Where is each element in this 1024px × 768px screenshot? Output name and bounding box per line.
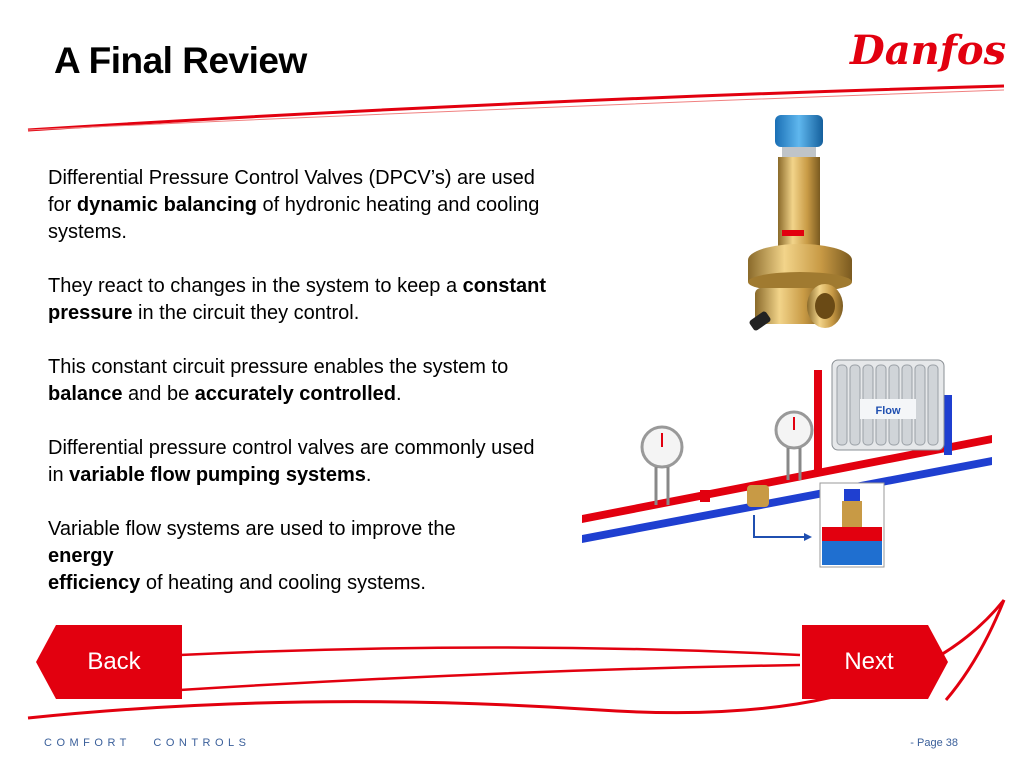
footer-brand-text: COMFORT CONTROLS (44, 737, 251, 749)
body-text: Differential Pressure Control Valves (DP… (48, 165, 548, 624)
flow-label: Flow (875, 405, 900, 417)
danfoss-logo: Danfoss (849, 27, 1006, 74)
logo-text: Danfoss (849, 27, 1006, 74)
paragraph-2: They react to changes in the system to k… (48, 275, 547, 324)
slide-title: A Final Review (54, 40, 307, 81)
radiator: Flow (831, 359, 945, 451)
paragraph-3: This constant circuit pressure enables t… (48, 356, 509, 405)
paragraph-5: Variable flow systems are used to improv… (48, 518, 456, 594)
pressure-gauge-left (640, 425, 684, 505)
page-number: - Page 38 (910, 737, 958, 749)
next-button[interactable]: Next (802, 625, 948, 699)
paragraph-4: Differential pressure control valves are… (48, 437, 535, 486)
valve-cutaway (819, 482, 885, 568)
pressure-gauge-right (774, 410, 814, 480)
paragraph-1: Differential Pressure Control Valves (DP… (48, 167, 540, 243)
dpcv-valve-image (748, 115, 852, 331)
variable-flow-system-diagram: Flow (582, 359, 992, 568)
back-button[interactable]: Back (36, 625, 182, 699)
